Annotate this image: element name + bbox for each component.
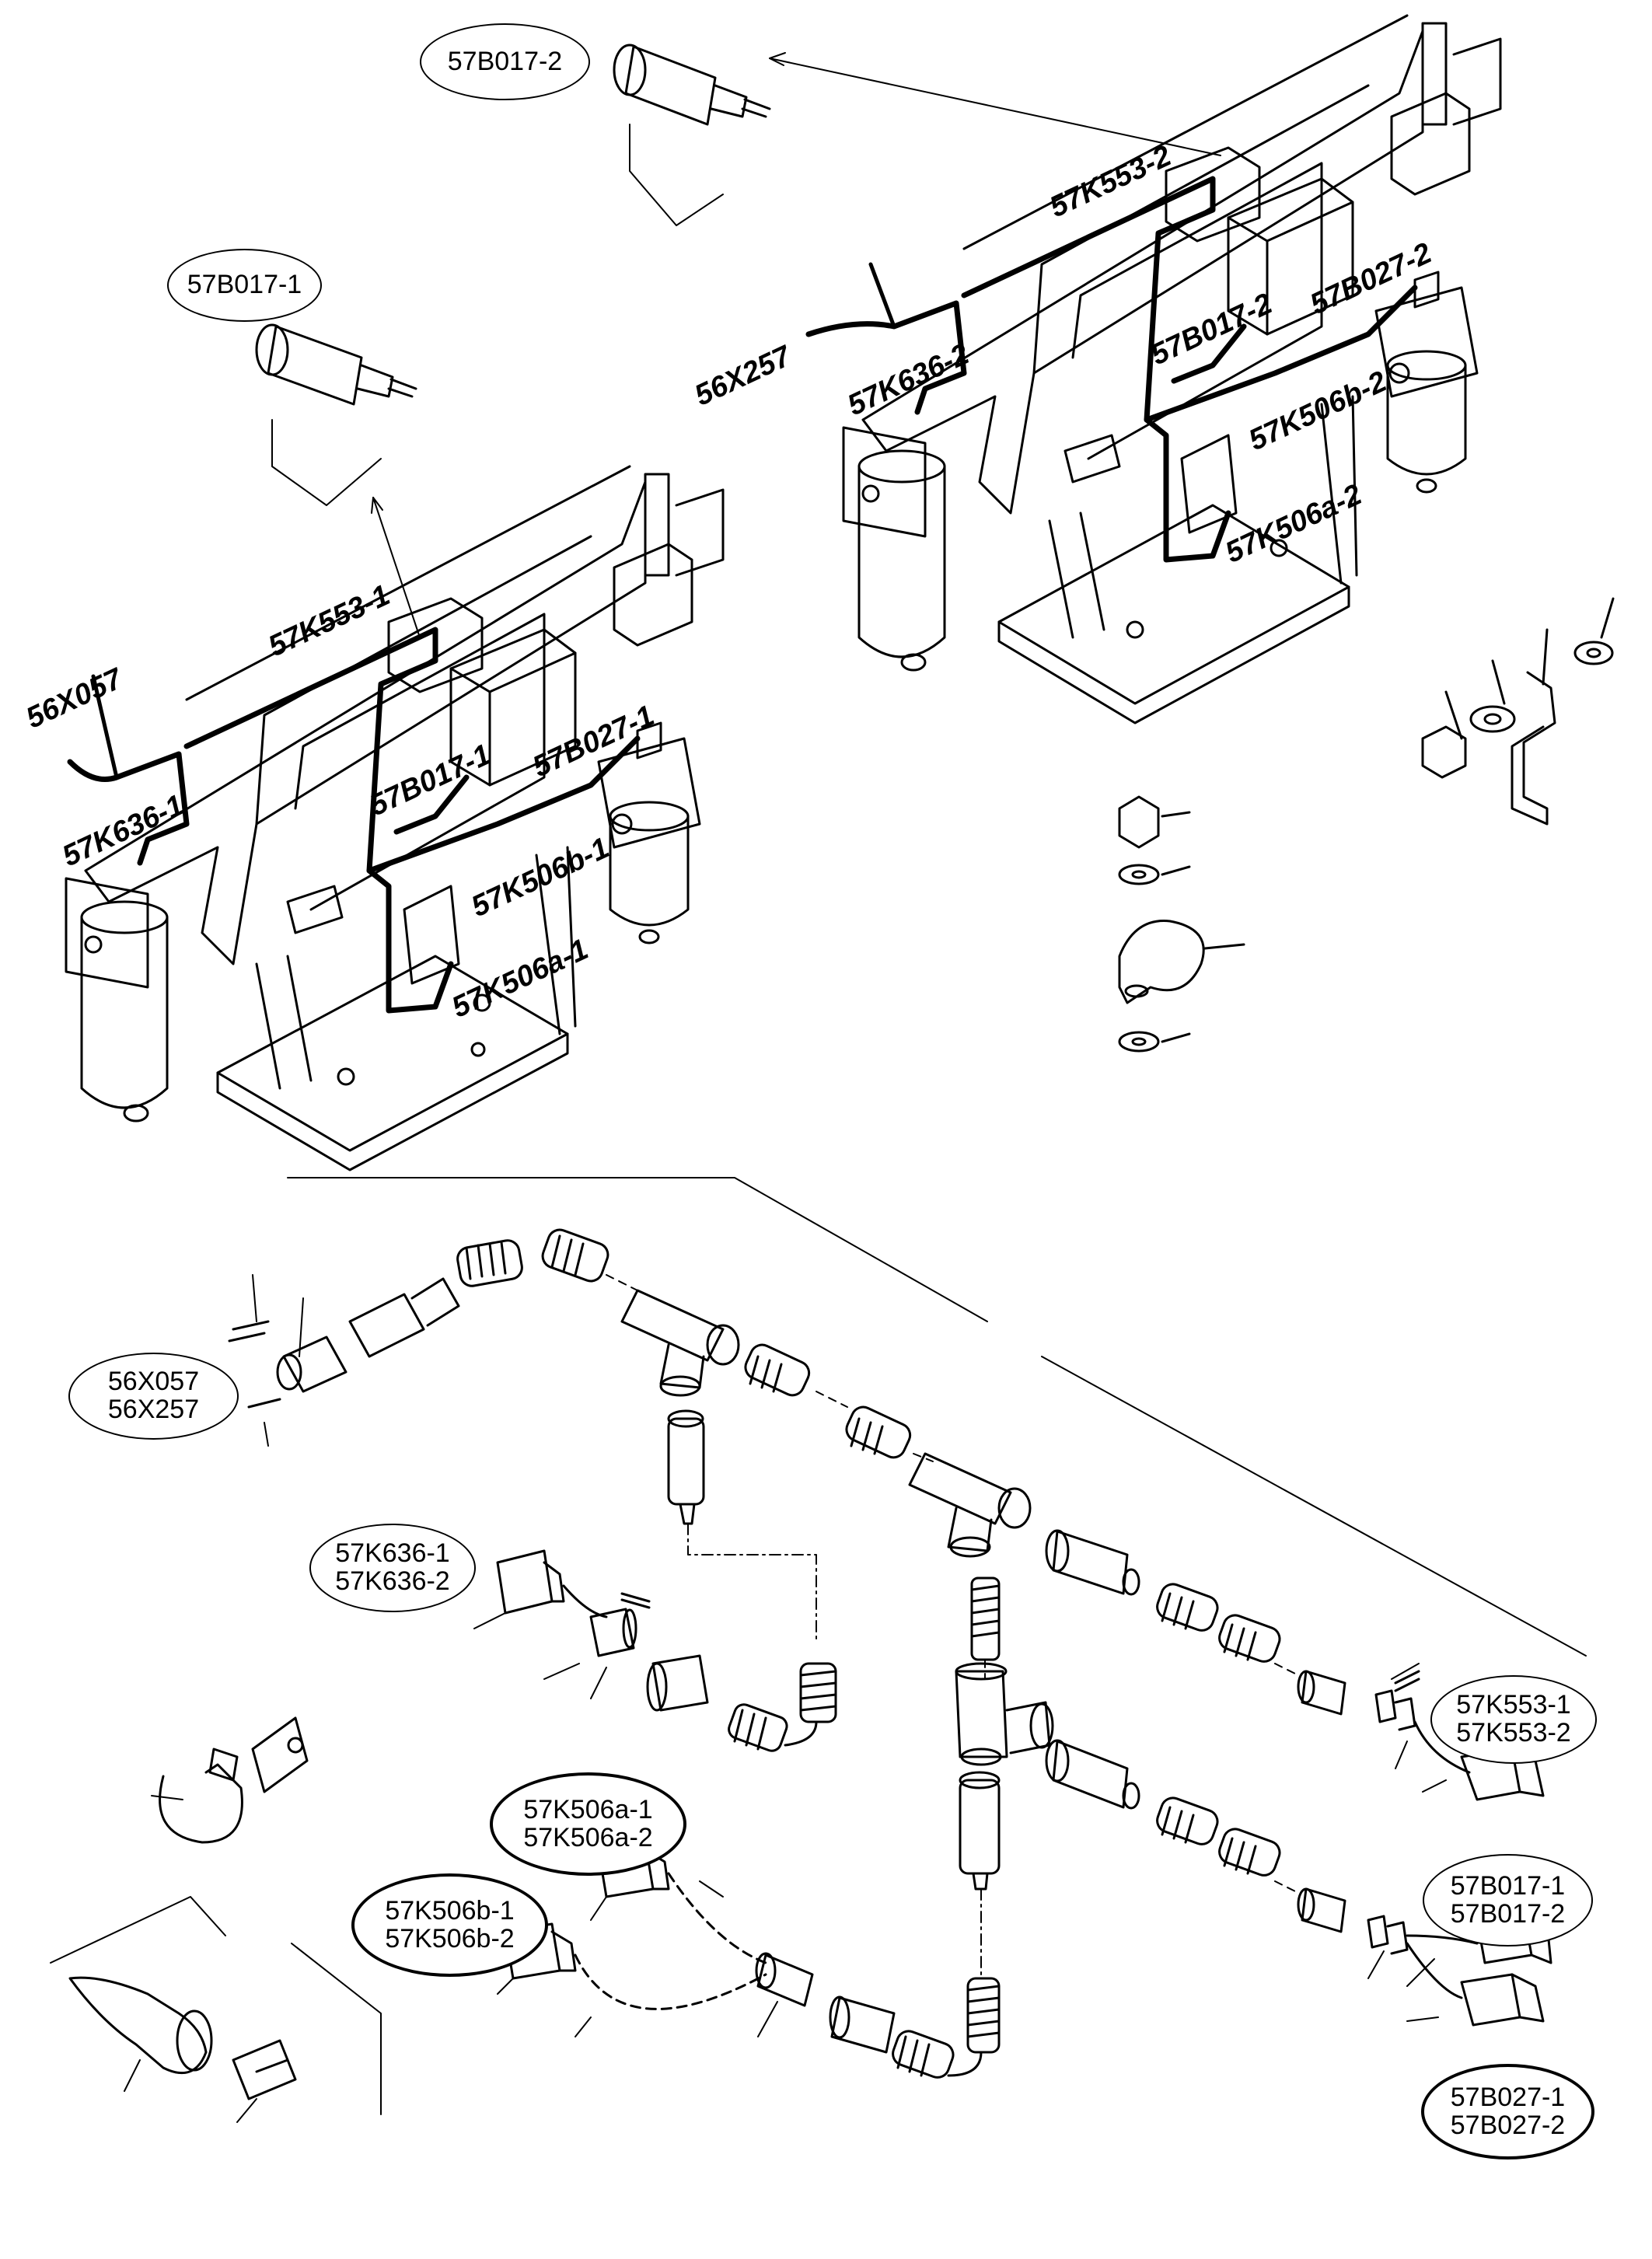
callout-line-2: 57K506b-2 <box>385 1923 515 1953</box>
callout-line-1: 57B017-1 <box>1450 1870 1566 1901</box>
callout-line-2: 57K636-2 <box>335 1566 450 1596</box>
callout-line-2: 56X257 <box>107 1395 200 1424</box>
lower-harness <box>228 1177 1587 2079</box>
callout-line-1: 57K506a-1 <box>523 1794 653 1824</box>
hardware-parts <box>1118 597 1615 1053</box>
callout-line-1: 56X057 <box>107 1367 200 1397</box>
left-valve-assembly <box>65 465 725 1171</box>
callout-line-1: 57K553-1 <box>1456 1690 1571 1720</box>
callout-57K636: 57K636-1 57K636-2 <box>309 1524 476 1612</box>
sensor-57B017-1-drawing <box>255 323 417 406</box>
callout-line-1: 57K506b-1 <box>385 1895 515 1926</box>
callout-line-1: 57B027-1 <box>1450 2082 1566 2112</box>
loose-accessories <box>50 1716 382 2123</box>
callout-57B017: 57B017-1 57B017-2 <box>1423 1854 1593 1947</box>
sensor-57B017-2-drawing <box>613 44 771 126</box>
callout-line-2: 57K506a-2 <box>523 1822 653 1852</box>
sensor-leaders <box>271 52 1221 638</box>
callout-57B027: 57B027-1 57B027-2 <box>1421 2064 1594 2159</box>
callout-57K506b: 57K506b-1 57K506b-2 <box>351 1873 548 1977</box>
callout-57K506a: 57K506a-1 57K506a-2 <box>490 1772 686 1876</box>
callout-line-1: 57K636-1 <box>335 1538 450 1569</box>
callout-line-2: 57B027-2 <box>1450 2110 1566 2140</box>
callout-57B017-1: 57B017-1 <box>167 249 322 322</box>
callout-line-2: 57B017-2 <box>1450 1898 1566 1929</box>
callout-57B017-2-text: 57B017-2 <box>447 46 563 76</box>
callout-57B017-1-text: 57B017-1 <box>187 270 302 300</box>
right-valve-assembly <box>805 14 1502 724</box>
callout-line-2: 57K553-2 <box>1456 1718 1571 1747</box>
callout-56X057-56X257: 56X057 56X257 <box>68 1353 239 1440</box>
callout-57K553: 57K553-1 57K553-2 <box>1430 1675 1597 1764</box>
callout-57B017-2: 57B017-2 <box>420 23 590 100</box>
